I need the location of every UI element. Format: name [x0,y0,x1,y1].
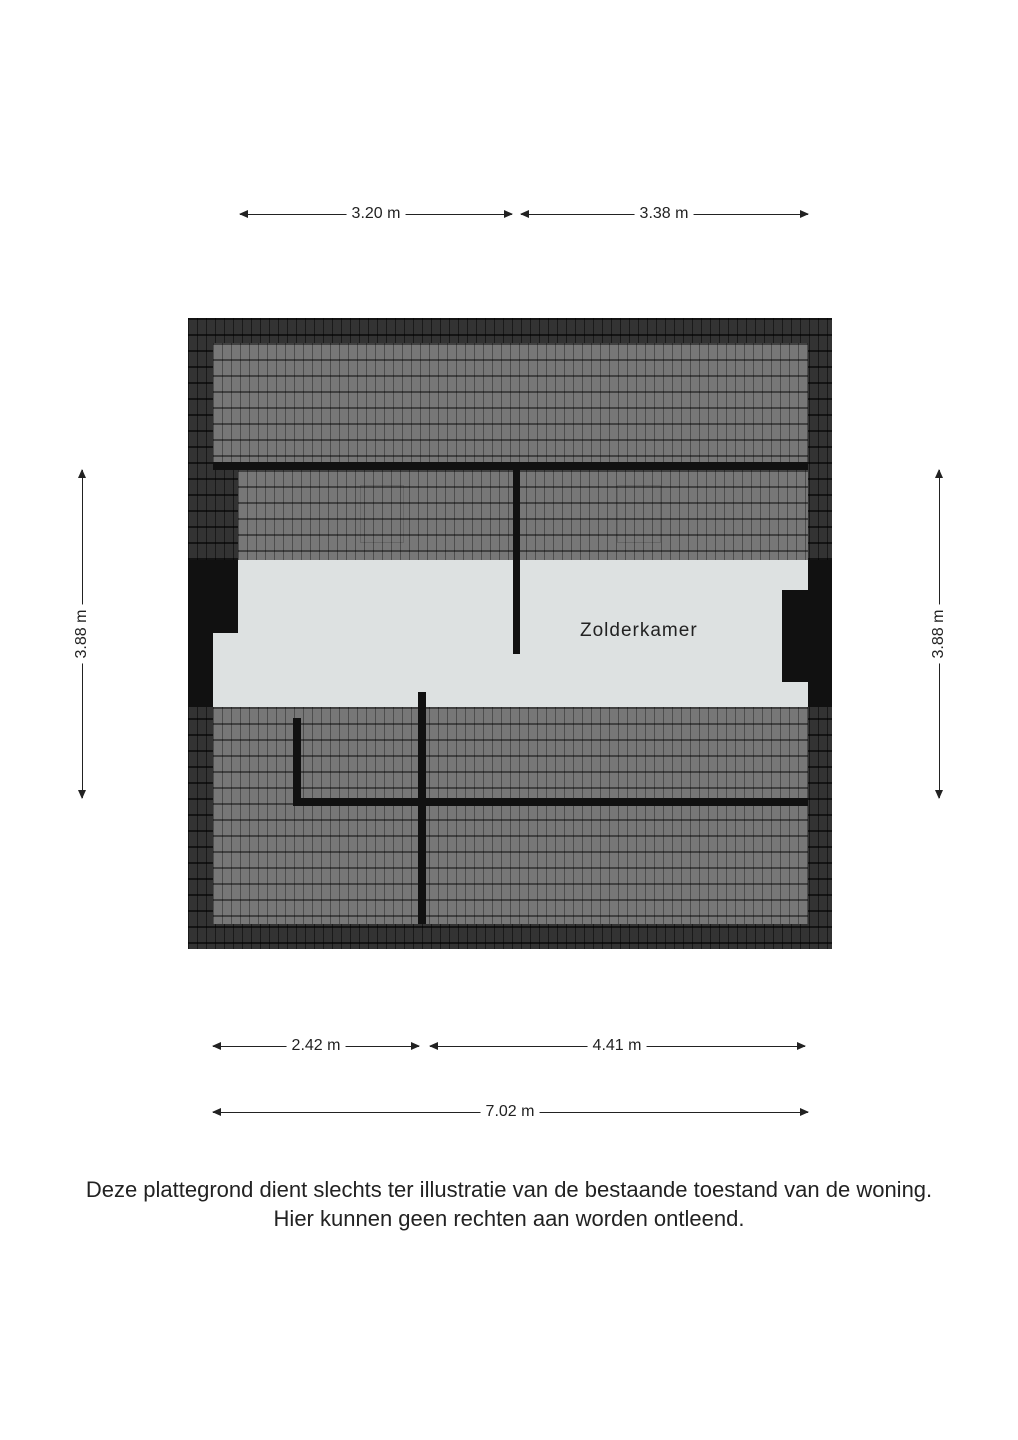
wall [418,692,426,924]
roof-slope-bottom [213,707,808,924]
roof-slope-top-low [238,470,808,560]
dimension-label: 4.41 m [587,1037,647,1055]
dimension-label: 3.88 m [73,604,91,664]
roof-window [617,485,661,543]
room-label: Zolderkamer [580,620,698,641]
dimension-label: 2.42 m [286,1037,346,1055]
roof-window [360,485,404,543]
disclaimer-line-1: Deze plattegrond dient slechts ter illus… [85,1177,933,1202]
room-floor [213,633,808,707]
room-floor [238,560,808,633]
wall [213,462,808,470]
wall [293,798,808,806]
dimension-label: 7.02 m [480,1103,540,1121]
disclaimer-line-2: Hier kunnen geen rechten aan worden ontl… [273,1206,745,1231]
chimney [782,590,808,682]
dimension-label: 3.20 m [346,205,406,223]
wall [293,718,301,806]
wall [513,462,520,654]
dimension-label: 3.38 m [634,205,694,223]
dimension-label: 3.88 m [930,604,948,664]
roof-slope-top [213,343,808,462]
